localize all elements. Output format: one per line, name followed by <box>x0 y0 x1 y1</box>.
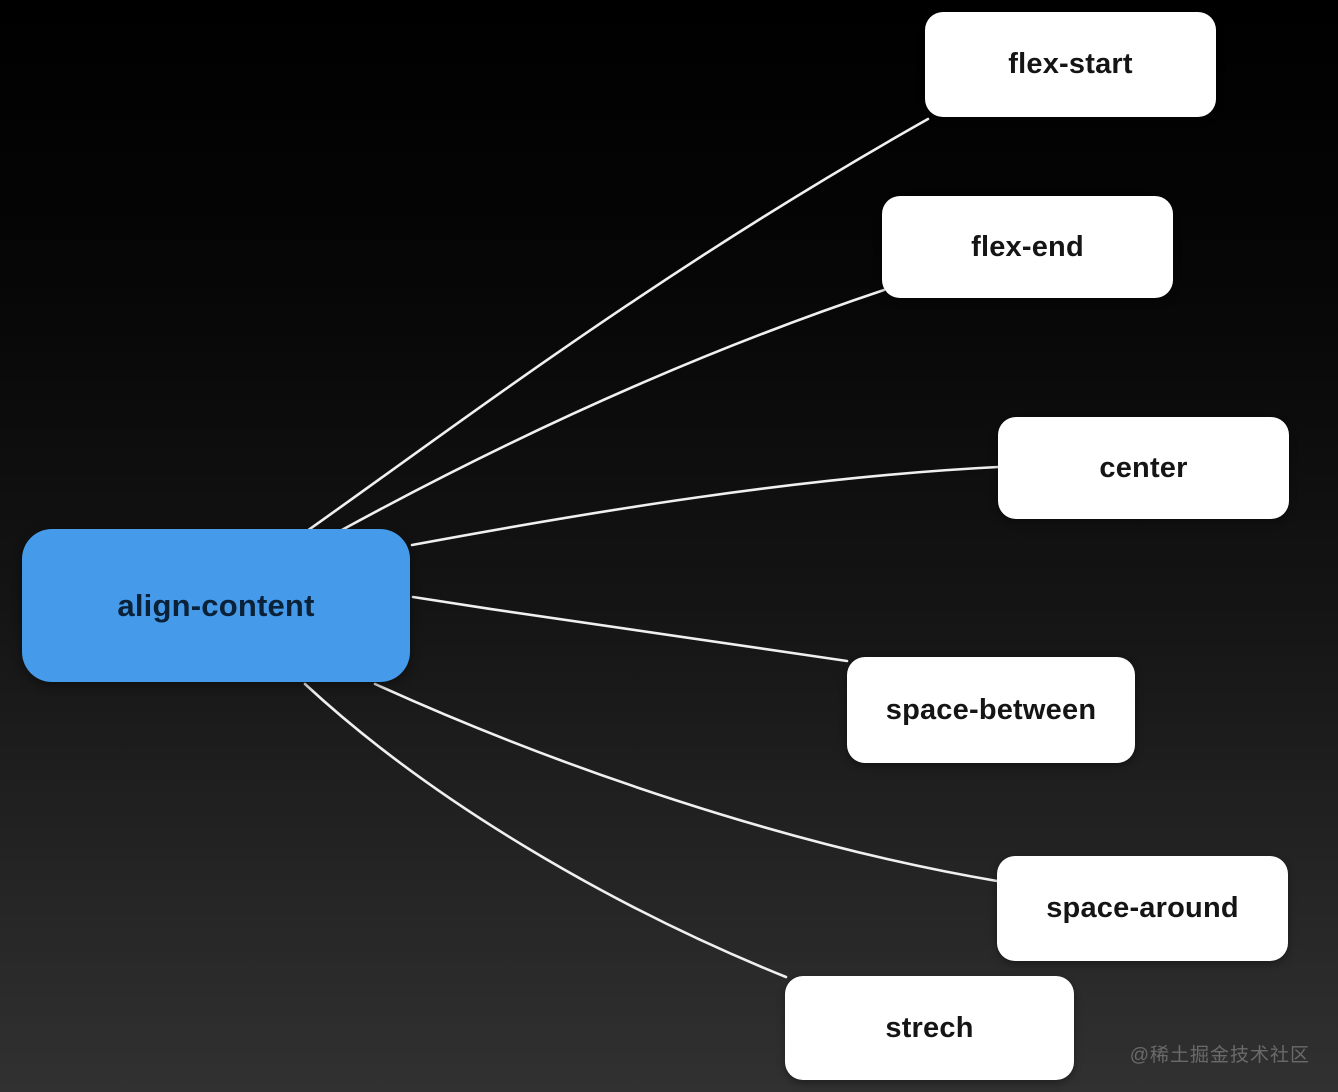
node-label: space-between <box>885 693 1097 726</box>
edge-flex-start <box>305 117 930 533</box>
node-label: center <box>1099 451 1188 484</box>
edge-strech <box>303 682 788 979</box>
root-node-label: align-content <box>117 587 315 623</box>
node-space-around[interactable]: space-around <box>997 856 1288 961</box>
edge-flex-end <box>338 288 886 533</box>
node-label: flex-start <box>1008 48 1133 80</box>
node-label: flex-end <box>971 230 1084 263</box>
node-flex-start[interactable]: flex-start <box>925 12 1216 117</box>
edge-center <box>410 465 1000 547</box>
edge-space-between <box>411 595 849 663</box>
watermark: @稀土掘金技术社区 <box>1129 1045 1310 1066</box>
root-node-align-content[interactable]: align-content <box>22 529 410 682</box>
node-strech[interactable]: strech <box>785 976 1074 1080</box>
edge-space-around <box>373 682 999 883</box>
node-flex-end[interactable]: flex-end <box>882 196 1173 298</box>
node-label: space-around <box>1046 892 1239 924</box>
node-center[interactable]: center <box>998 417 1289 519</box>
node-label: strech <box>885 1011 974 1044</box>
node-space-between[interactable]: space-between <box>847 657 1135 763</box>
